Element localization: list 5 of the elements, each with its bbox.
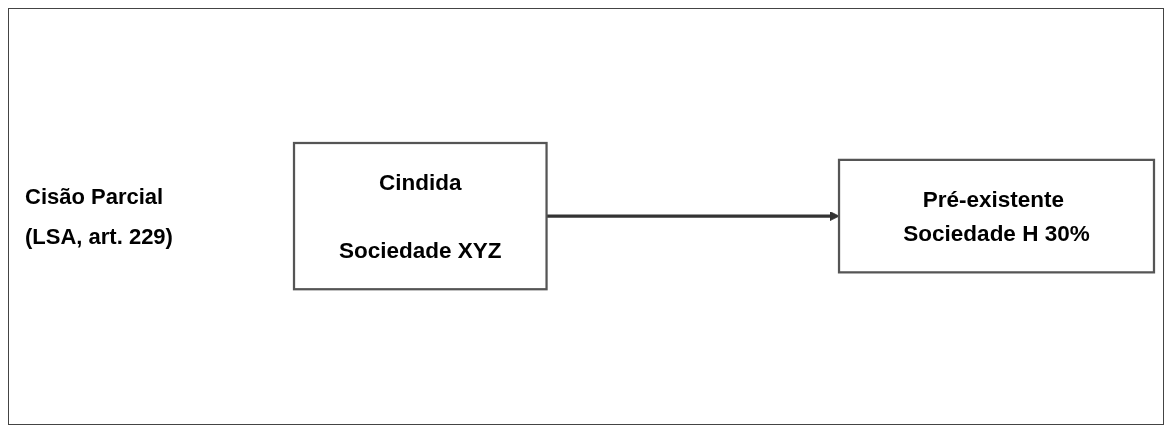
- node-box: Cindida Sociedade XYZ: [292, 142, 548, 291]
- diagram-title: Cisão Parcial: [25, 183, 165, 210]
- subtitle-note: (LSA, art. 229): [25, 223, 174, 250]
- node-box: Pré-existente Sociedade H 30%: [837, 159, 1156, 274]
- arrow: [546, 211, 840, 222]
